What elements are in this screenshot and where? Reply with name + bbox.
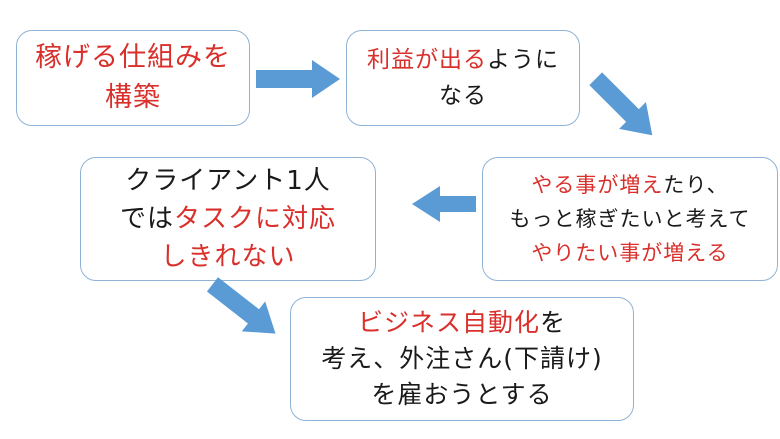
step-4-text: では bbox=[119, 204, 174, 234]
step-automation: ビジネス自動化を 考え、外注さん(下請け) を雇おうとする bbox=[290, 297, 634, 421]
step-4-line-1: クライアント1人 bbox=[125, 166, 331, 196]
step-4-line-2: ではタスクに対応 bbox=[120, 200, 336, 238]
step-earn-profit: 利益が出るように なる bbox=[346, 30, 580, 126]
step-3-line-3: やりたい事が増える bbox=[531, 241, 729, 265]
step-3-line-2: もっと稼ぎたいと考えて bbox=[509, 207, 751, 231]
step-2-line-1: 利益が出るように bbox=[367, 42, 559, 78]
step-4-line-3: しきれない bbox=[160, 242, 296, 272]
step-2-line-2: なる bbox=[439, 83, 487, 109]
arrow-down-right-icon bbox=[589, 72, 653, 136]
step-3-highlight: やる事が増え bbox=[531, 173, 664, 197]
step-3-text: たり、 bbox=[663, 173, 729, 197]
step-2-highlight: 利益が出る bbox=[367, 47, 487, 73]
step-1-line-2: 構築 bbox=[105, 82, 161, 113]
step-more-work: やる事が増えたり、 もっと稼ぎたいと考えて やりたい事が増える bbox=[482, 157, 778, 281]
step-5-highlight: ビジネス自動化 bbox=[357, 308, 540, 337]
step-5-line-2: 考え、外注さん(下請け) bbox=[321, 344, 603, 373]
step-4-highlight: タスクに対応 bbox=[174, 204, 337, 234]
arrow-down-right-icon bbox=[206, 277, 276, 334]
step-3-line-1: やる事が増えたり、 bbox=[531, 168, 728, 202]
step-5-text: を bbox=[540, 308, 567, 337]
step-2-text: ように bbox=[487, 47, 559, 73]
arrow-right-icon bbox=[256, 60, 340, 98]
step-1-line-1: 稼げる仕組みを bbox=[35, 42, 231, 73]
step-one-client-limit: クライアント1人 ではタスクに対応 しきれない bbox=[80, 157, 376, 281]
step-5-line-3: を雇おうとする bbox=[371, 380, 553, 409]
step-build-earning-system: 稼げる仕組みを 構築 bbox=[16, 30, 250, 126]
step-5-line-1: ビジネス自動化を bbox=[358, 305, 566, 341]
arrow-left-icon bbox=[412, 186, 476, 222]
